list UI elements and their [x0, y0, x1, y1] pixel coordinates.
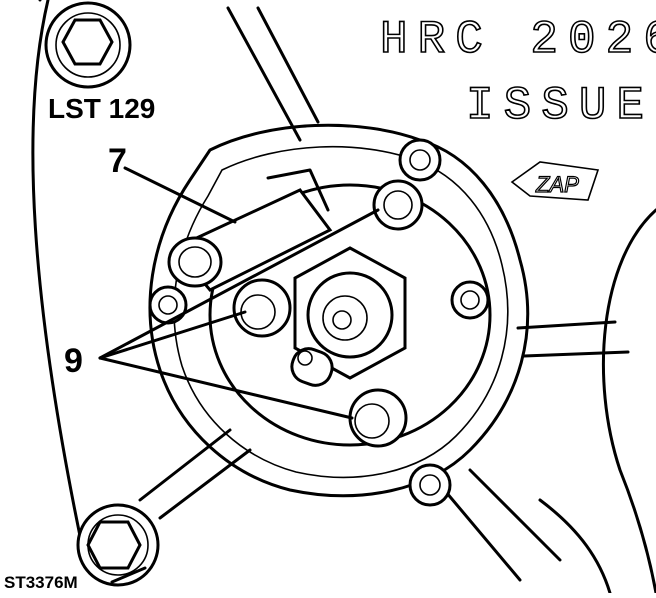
leader-9-lower: [98, 356, 354, 420]
callout-9: 9: [64, 342, 83, 380]
central-bore: [208, 183, 492, 447]
casting-stamp-line2: ISSUE A: [466, 80, 656, 132]
tool-spokes: [138, 6, 630, 582]
flange-bolt-top: [398, 138, 442, 182]
tool-plate-edge: [31, 0, 87, 562]
flange-bolt-bottom: [408, 463, 452, 507]
retaining-bolt-upper: [372, 179, 424, 231]
casting-stamp-line1: HRC 2026: [380, 14, 656, 66]
casting-logo-text: ZAP: [535, 172, 579, 197]
callout-7: 7: [108, 142, 127, 180]
tool-bolt-bottom-left: [76, 503, 160, 587]
tool-bolt-top-left: [44, 1, 132, 89]
tool-number-label: LST 129: [48, 93, 155, 124]
housing-casting-inner: [538, 498, 612, 595]
casting-logo: ZAP: [510, 161, 600, 201]
figure-reference: ST3376M: [4, 573, 78, 592]
flange-bolt-right: [450, 280, 490, 320]
leader-9-middle: [98, 310, 247, 360]
leader-9-upper: [98, 208, 380, 360]
flange-bolt-left: [148, 285, 188, 325]
adjuster-slot: [290, 347, 334, 387]
leader-ref: [110, 566, 147, 584]
housing-casting-edge: [602, 208, 656, 595]
leader-7: [123, 166, 237, 224]
retaining-bolt-middle: [232, 278, 292, 338]
locating-dowel: [167, 168, 333, 292]
retaining-bolt-lower: [348, 388, 408, 448]
leader-lines: [98, 166, 380, 584]
central-hub-nut: [293, 246, 407, 380]
